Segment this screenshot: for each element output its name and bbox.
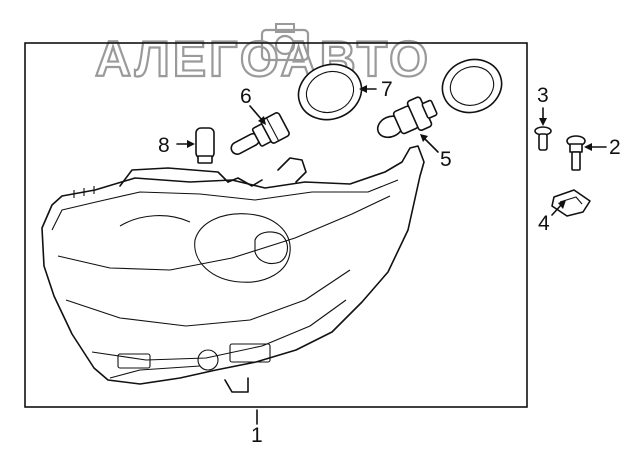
callout-label-3: 3 [537,84,549,107]
bulb-cover-seal [297,58,503,121]
diagram-frame [24,42,528,408]
leader-lines [176,85,607,425]
callout-label-4: 4 [538,212,550,235]
callout-label-5: 5 [440,148,452,171]
callout-labels: 1 2 3 4 5 6 7 8 [158,78,621,447]
side-marker-bulb [195,127,215,164]
callout-label-6: 6 [240,85,252,108]
callout-label-2: 2 [609,136,621,159]
headlamp-assembly [41,145,425,393]
high-beam-bulb [230,112,290,155]
watermark: АЛЕГОАВТО [94,23,429,88]
clip-nut [551,189,591,217]
callout-label-8: 8 [158,134,170,157]
car-camera-logo [260,23,310,62]
low-beam-bulb [376,96,438,139]
bolt [566,135,586,171]
callout-label-7: 7 [381,78,393,101]
callout-label-1: 1 [251,424,263,447]
screw [534,126,552,151]
